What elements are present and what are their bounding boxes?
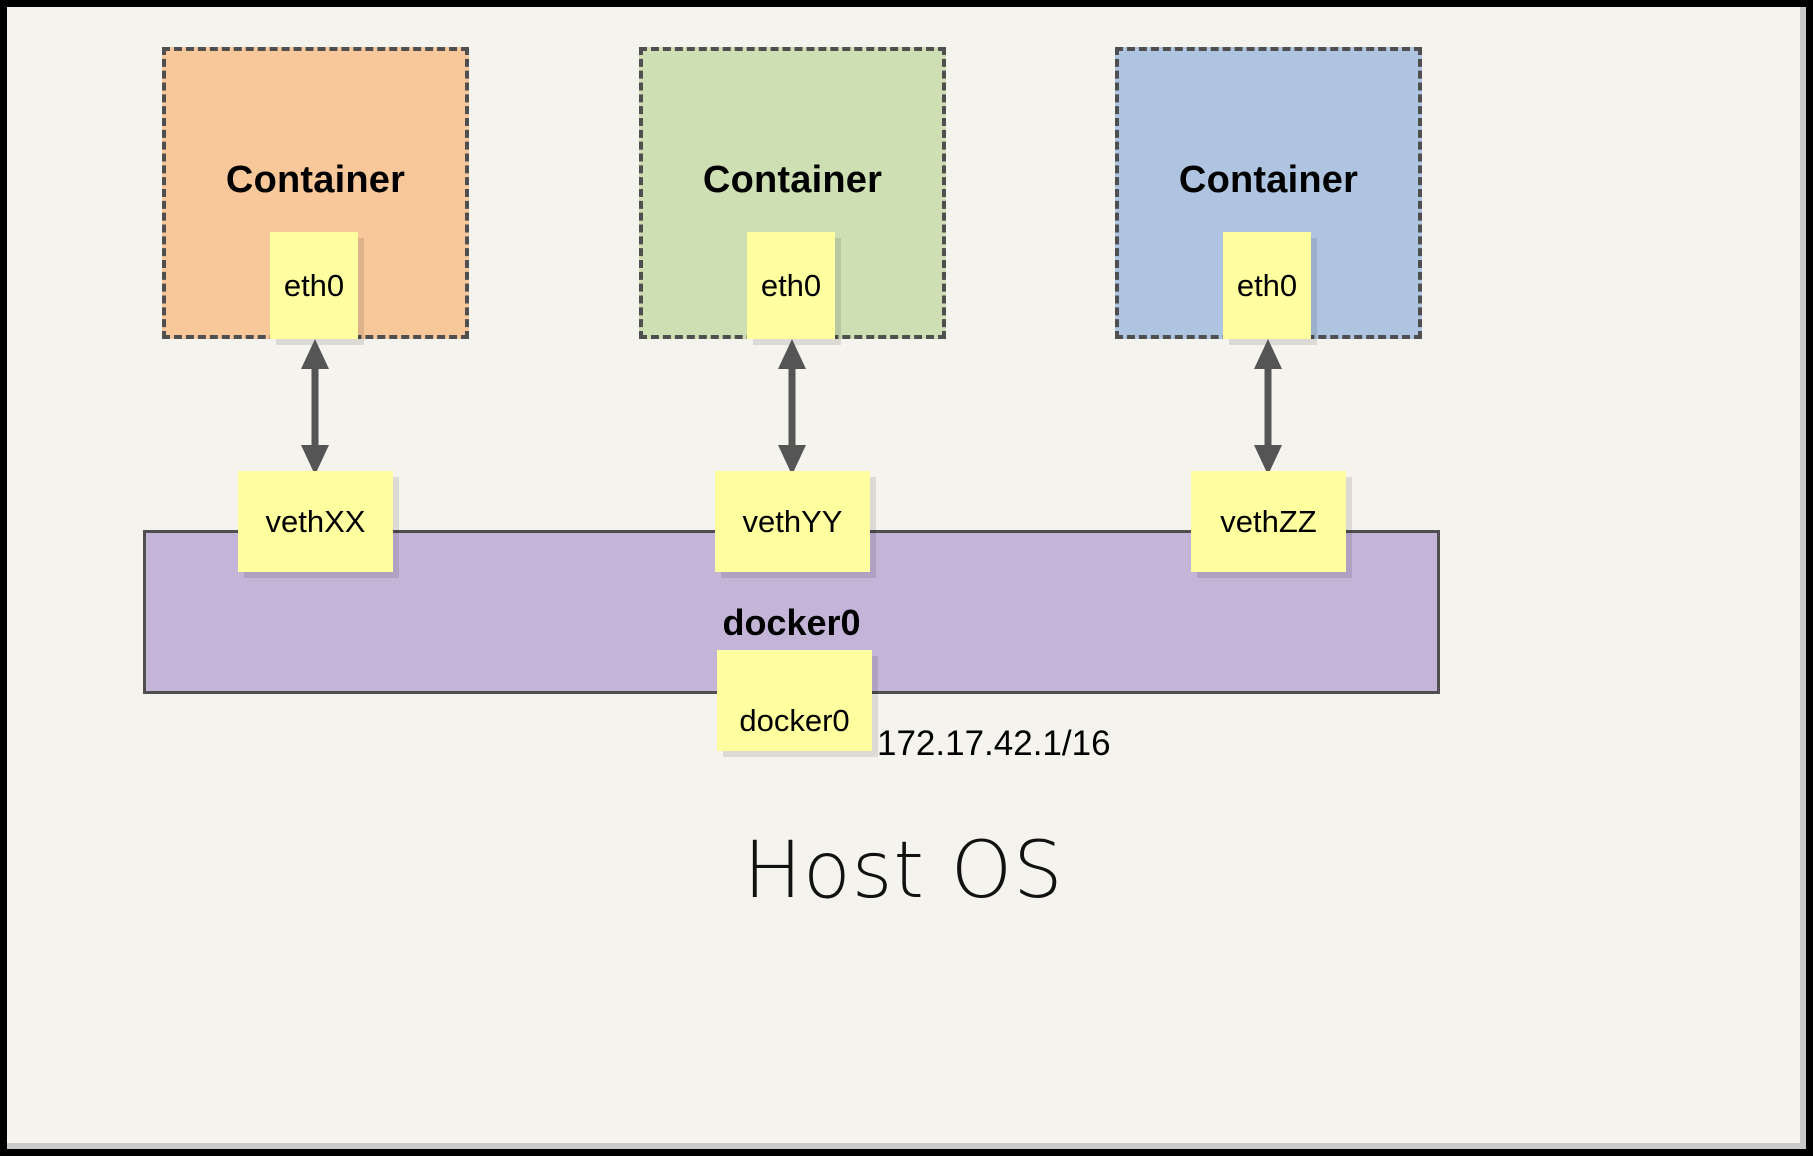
link-arrow-2 bbox=[778, 339, 806, 475]
container-box-2: Container bbox=[639, 47, 949, 342]
docker0-interface-note: docker0 bbox=[717, 650, 872, 751]
container-box-1: Container bbox=[162, 47, 472, 342]
container-title-3: Container bbox=[1178, 159, 1359, 201]
host-os-label: Host OS bbox=[743, 826, 1064, 916]
docker0-ip-label: 172.17.42.1/16 bbox=[877, 724, 1111, 763]
veth-label-2: vethYY bbox=[742, 503, 843, 539]
eth0-note-2: eth0 bbox=[747, 232, 835, 339]
eth0-label-2: eth0 bbox=[760, 268, 822, 303]
link-arrow-3 bbox=[1254, 339, 1282, 475]
link-arrow-1 bbox=[301, 339, 329, 475]
container-title-2: Container bbox=[702, 159, 883, 201]
eth0-label-1: eth0 bbox=[283, 268, 345, 303]
eth0-label-3: eth0 bbox=[1236, 268, 1298, 303]
veth-note-3: vethZZ bbox=[1191, 471, 1346, 572]
container-box-3: Container bbox=[1115, 47, 1425, 342]
docker0-interface-label: docker0 bbox=[739, 703, 850, 738]
docker0-bar-label: docker0 bbox=[722, 602, 861, 643]
eth0-note-1: eth0 bbox=[270, 232, 358, 339]
veth-label-3: vethZZ bbox=[1220, 503, 1317, 539]
container-title-1: Container bbox=[225, 159, 406, 201]
eth0-note-3: eth0 bbox=[1223, 232, 1311, 339]
veth-label-1: vethXX bbox=[265, 503, 366, 539]
diagram-stage: Container eth0 Container eth0 Container … bbox=[7, 7, 1800, 1143]
veth-note-1: vethXX bbox=[238, 471, 393, 572]
veth-note-2: vethYY bbox=[715, 471, 870, 572]
